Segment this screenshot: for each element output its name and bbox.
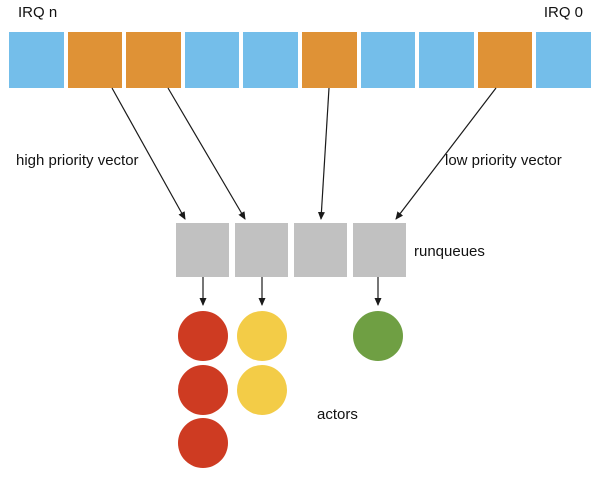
irq-cell-orange <box>477 32 533 88</box>
irq-row <box>9 32 591 88</box>
irq-cell-blue <box>243 32 298 88</box>
irq-cell-blue <box>360 32 416 88</box>
runqueue-cell <box>235 223 288 277</box>
actor-circle-yellow <box>237 364 287 415</box>
irq-0-label: IRQ 0 <box>543 4 583 21</box>
irq-cell-blue <box>419 32 474 88</box>
irq-cell-orange <box>301 32 357 88</box>
runqueue-cell <box>353 223 406 277</box>
runqueues-label: runqueues <box>414 243 485 260</box>
irq-n-label: IRQ n <box>18 4 58 21</box>
irq-cell-blue <box>184 32 240 88</box>
irq-cell-orange <box>67 32 123 88</box>
actor-circle-red <box>178 364 228 415</box>
irq-cell-blue <box>536 32 591 88</box>
actor-circle-red <box>178 311 228 361</box>
actor-circle-green <box>353 311 403 361</box>
actor-circle-red <box>178 418 228 468</box>
runqueue-cell <box>294 223 347 277</box>
low-priority-vector-arrow <box>317 87 330 220</box>
actor-circle-yellow <box>237 311 287 361</box>
irq-cell-blue <box>9 32 64 88</box>
high-priority-vector-arrow <box>167 87 246 220</box>
high-priority-vector-label: high priority vector <box>16 152 139 169</box>
actors-label: actors <box>317 406 358 423</box>
irq-cell-orange <box>126 32 181 88</box>
low-priority-vector-label: low priority vector <box>445 152 562 169</box>
runqueue-cell <box>176 223 229 277</box>
